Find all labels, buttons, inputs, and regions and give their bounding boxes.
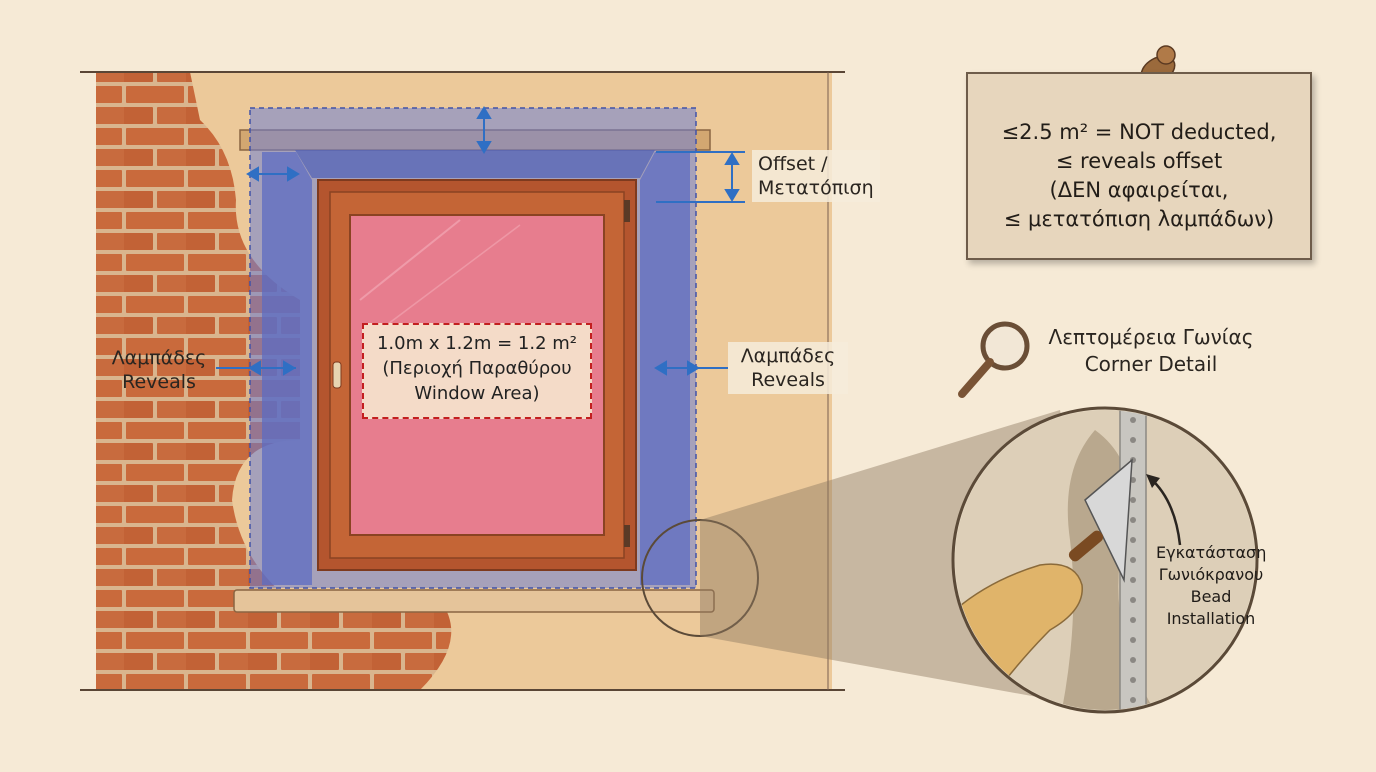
note-line: ≤ μετατόπιση λαμπάδων) [1003, 207, 1275, 231]
corner-detail-line: Λεπτομέρεια Γωνίας [1048, 325, 1254, 349]
window-area-label: 1.0m x 1.2m = 1.2 m² (Περιοχή Παραθύρου … [362, 323, 592, 419]
magnifying-glass-icon [958, 321, 1030, 398]
corner-callout [641, 406, 1259, 714]
note-line: (ΔΕΝ αφαιρείται, [1049, 178, 1229, 202]
offset-label: Offset / Μετατόπιση [752, 150, 880, 202]
bead-installation-line: Γωνιόκρανου [1158, 565, 1264, 584]
offset-label-line: Μετατόπιση [758, 177, 874, 199]
rule-note-card: ≤2.5 m² = NOT deducted, ≤ reveals offset… [966, 72, 1312, 260]
bead-installation-line: Installation [1166, 609, 1256, 628]
reveals-left-line: Λαμπάδες [111, 347, 207, 369]
note-line: ≤ reveals offset [1055, 149, 1223, 173]
bead-installation-label: Εγκατάσταση Γωνιόκρανου Bead Installatio… [1156, 542, 1266, 630]
dimension-lines [216, 106, 745, 376]
note-line: ≤2.5 m² = NOT deducted, [1001, 120, 1277, 144]
window-sill [233, 589, 715, 613]
reveals-left-label: Λαμπάδες Reveals [104, 346, 214, 394]
window-area-line: (Περιοχή Παραθύρου [382, 358, 572, 379]
window-area-line: 1.0m x 1.2m = 1.2 m² [376, 333, 578, 354]
reveals-left-line: Reveals [122, 371, 196, 393]
corner-detail-label: Λεπτομέρεια Γωνίας Corner Detail [1036, 324, 1266, 378]
bead-installation-line: Εγκατάσταση [1156, 543, 1267, 562]
reveals-right-line: Λαμπάδες [740, 345, 836, 367]
bead-installation-line: Bead [1190, 587, 1232, 606]
offset-label-line: Offset / [758, 153, 828, 175]
reveals-right-line: Reveals [751, 369, 825, 391]
window-area-line: Window Area) [414, 383, 540, 404]
reveals-right-label: Λαμπάδες Reveals [728, 342, 848, 394]
corner-detail-line: Corner Detail [1084, 352, 1218, 376]
